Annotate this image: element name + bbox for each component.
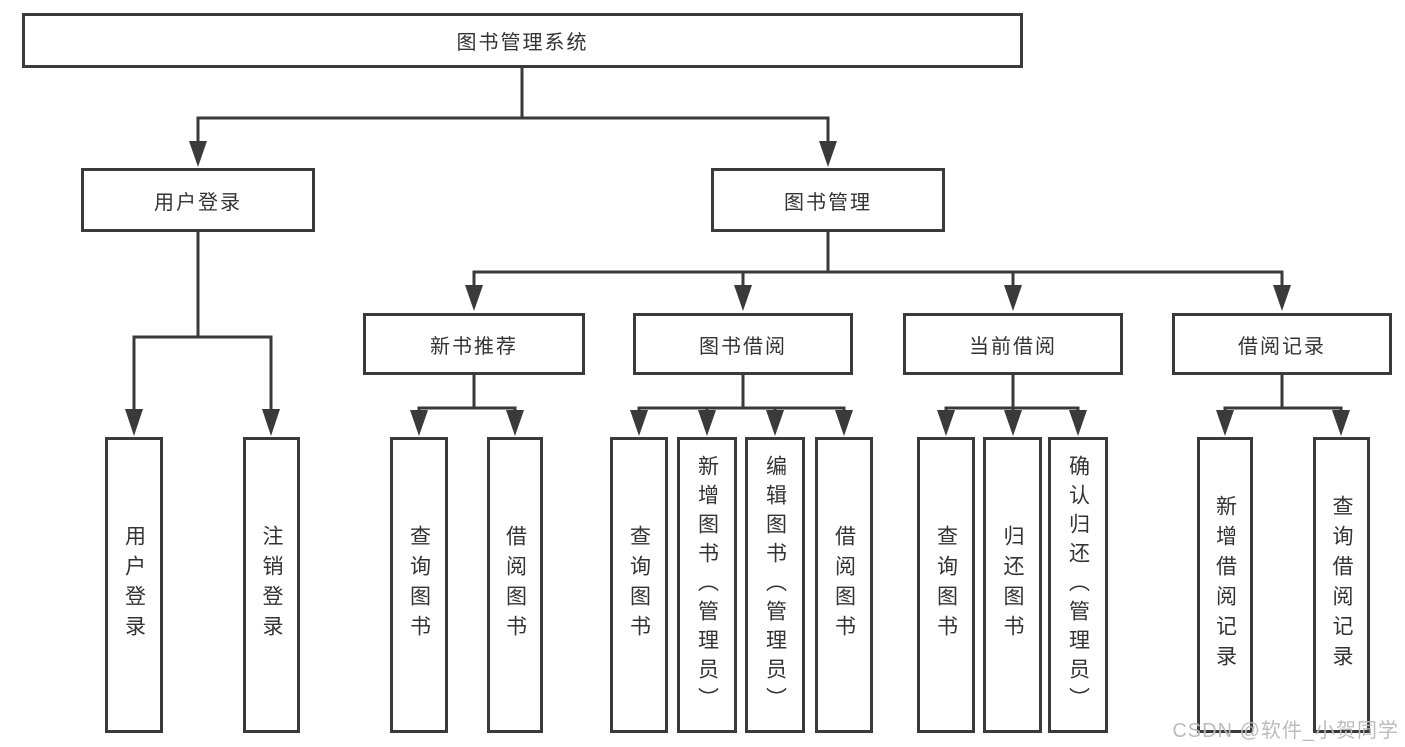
connector-new-book-recommend-branch [410, 375, 524, 436]
node-user-login-action: 用户登录 [105, 437, 163, 733]
node-br-query-record: 查询借阅记录 [1313, 437, 1370, 733]
node-cb-return-books: 归还图书 [983, 437, 1042, 733]
node-bb-borrow-books: 借阅图书 [815, 437, 873, 733]
node-label: 借阅记录 [1238, 335, 1326, 358]
node-label: 注销登录 [260, 525, 283, 645]
node-label: 确认归还（管理员） [1066, 454, 1090, 716]
connector-book-management-to-level3 [465, 232, 1291, 311]
node-label: 归还图书 [1001, 525, 1024, 645]
node-label: 新增借阅记录 [1213, 495, 1237, 675]
node-label: 图书管理系统 [456, 32, 589, 54]
node-user-login: 用户登录 [81, 168, 315, 232]
node-label: 借阅图书 [832, 525, 856, 645]
connector-book-borrowing-branch [630, 375, 853, 436]
node-bb-add-books-admin: 新增图书（管理员） [677, 437, 737, 733]
node-label: 用户登录 [154, 191, 242, 214]
connector-user-login-branch [125, 232, 280, 436]
node-label: 当前借阅 [969, 335, 1057, 358]
node-br-add-record: 新增借阅记录 [1197, 437, 1253, 733]
node-label: 查询图书 [934, 525, 958, 645]
node-nbr-query-books: 查询图书 [390, 437, 448, 733]
node-book-borrowing: 图书借阅 [633, 313, 853, 375]
node-new-book-recommend: 新书推荐 [363, 313, 585, 375]
node-bb-query-books: 查询图书 [610, 437, 668, 733]
node-current-borrowing: 当前借阅 [903, 313, 1123, 375]
connector-current-borrowing-branch [937, 375, 1087, 436]
node-label: 查询图书 [627, 525, 651, 645]
node-label: 新增图书（管理员） [695, 454, 719, 716]
node-nbr-borrow-books: 借阅图书 [487, 437, 543, 733]
node-label: 用户登录 [122, 525, 146, 645]
node-cb-confirm-return-admin: 确认归还（管理员） [1048, 437, 1108, 733]
connector-borrowing-records-branch [1216, 375, 1350, 436]
node-bb-edit-books-admin: 编辑图书（管理员） [745, 437, 805, 733]
node-label: 查询借阅记录 [1330, 495, 1353, 675]
node-label: 编辑图书（管理员） [763, 454, 787, 716]
node-borrowing-records: 借阅记录 [1172, 313, 1392, 375]
node-library-system: 图书管理系统 [22, 13, 1023, 68]
node-label: 图书借阅 [699, 335, 787, 358]
node-logout-action: 注销登录 [243, 437, 300, 733]
node-label: 查询图书 [407, 525, 431, 645]
node-cb-query-books: 查询图书 [917, 437, 975, 733]
node-label: 新书推荐 [430, 335, 518, 358]
connector-root-to-level2 [189, 68, 837, 167]
node-label: 借阅图书 [503, 525, 527, 645]
node-label: 图书管理 [784, 191, 872, 214]
node-book-management: 图书管理 [711, 168, 945, 232]
csdn-watermark: CSDN @软件_小贺同学 [1172, 720, 1399, 742]
